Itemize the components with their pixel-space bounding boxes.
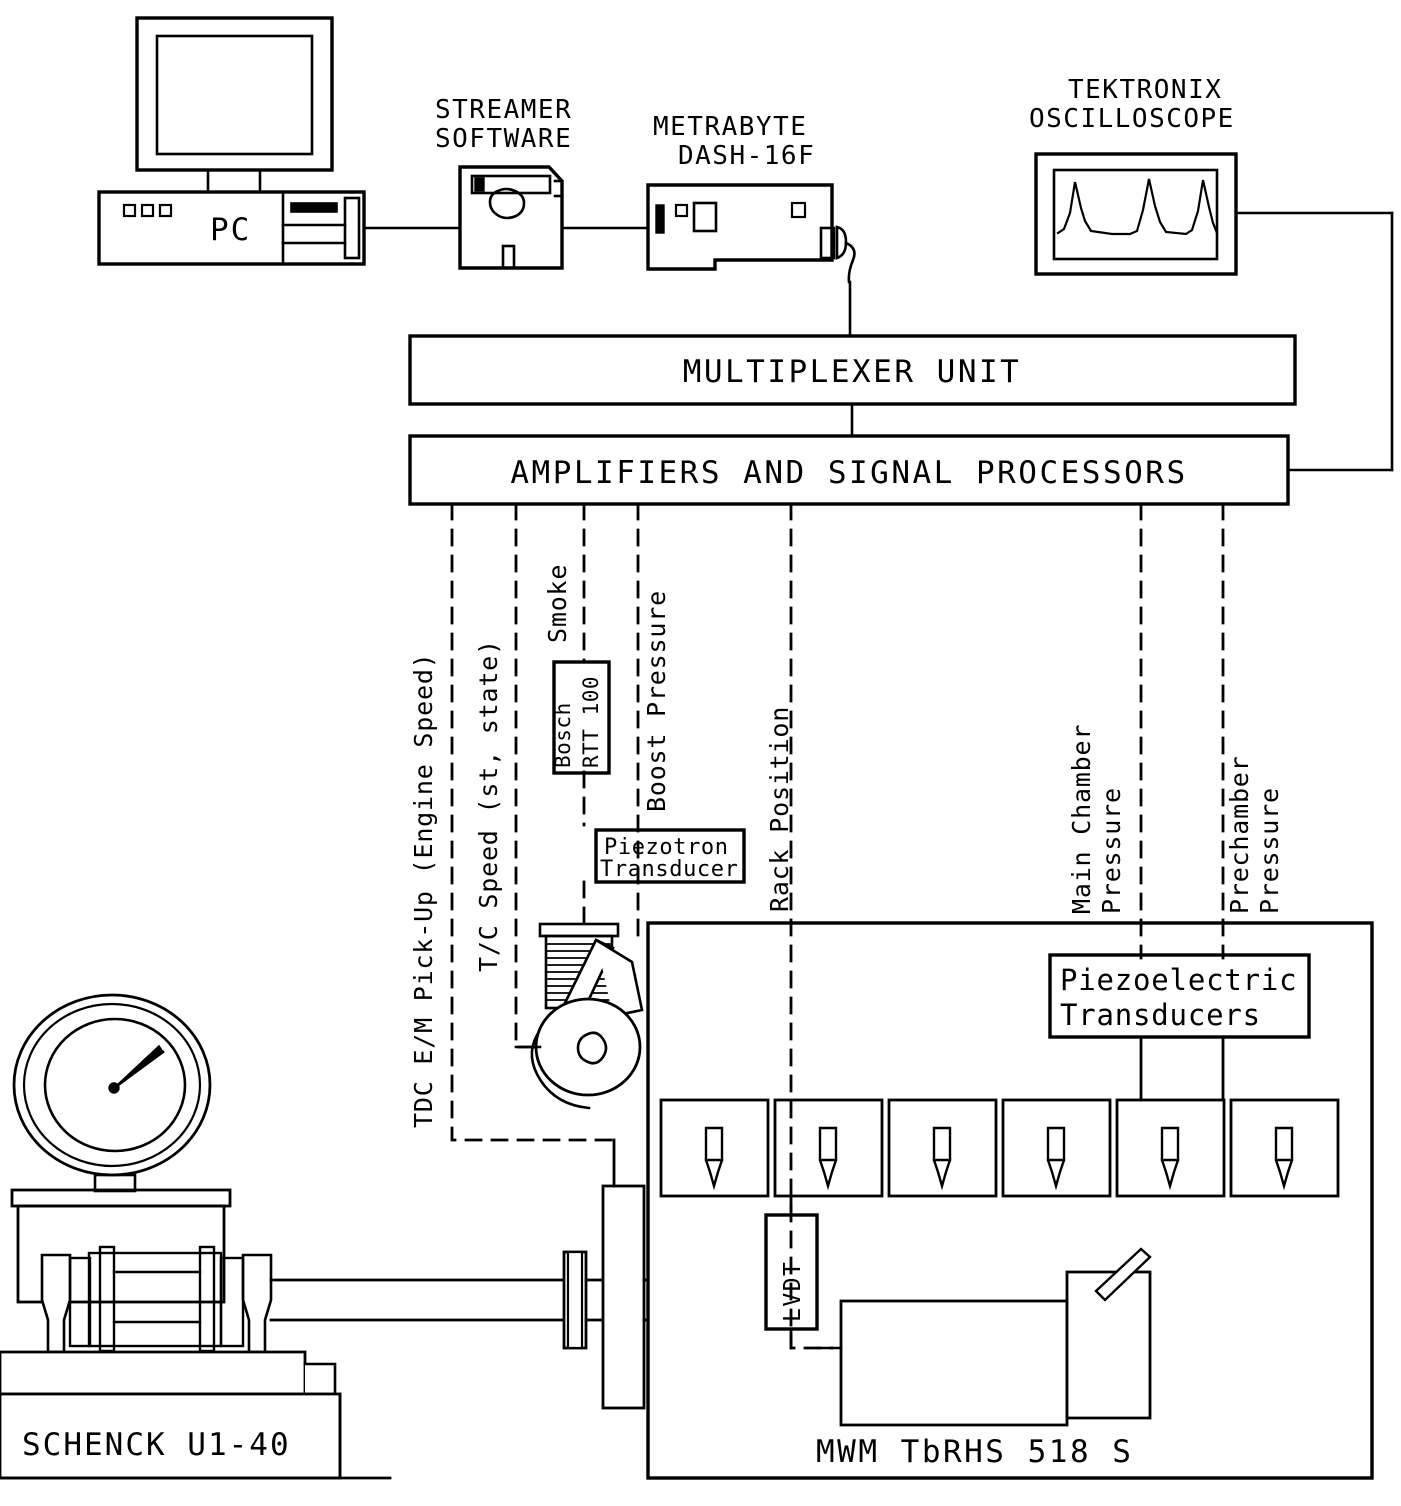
tektronix-label-line1: TEKTRONIX xyxy=(1068,75,1222,105)
cylinder-4 xyxy=(1001,1098,1112,1198)
piezoelectric-label-line2: Transducers xyxy=(1060,998,1261,1032)
signal-line-tdc xyxy=(450,502,616,1142)
cylinder-6 xyxy=(1229,1098,1340,1198)
signal-label-prechamber-pressure: Pressure xyxy=(1255,787,1284,914)
streamer-floppy-icon xyxy=(458,165,564,270)
piezoelectric-to-cylinder-lines xyxy=(1139,1035,1225,1102)
piezoelectric-transducers-box xyxy=(1048,953,1311,1039)
amplifiers-box xyxy=(408,434,1290,506)
cylinder-3 xyxy=(887,1098,998,1198)
streamer-label-line1: STREAMER xyxy=(435,95,572,125)
tektronix-label-line2: OSCILLOSCOPE xyxy=(1029,104,1235,134)
amplifiers-label: AMPLIFIERS AND SIGNAL PROCESSORS xyxy=(510,455,1187,491)
multiplexer-label: MULTIPLEXER UNIT xyxy=(683,354,1022,390)
dynamometer-gauge xyxy=(12,993,212,1193)
top-connection-lines xyxy=(362,211,1394,472)
dynamometer-label: SCHENCK U1-40 xyxy=(22,1427,291,1463)
turbocharger xyxy=(514,922,644,1110)
cylinder-5 xyxy=(1115,1098,1226,1198)
streamer-label-line2: SOFTWARE xyxy=(435,124,572,154)
dynamometer-body xyxy=(0,1188,392,1480)
signal-label-prechamber: Prechamber xyxy=(1225,755,1254,914)
piezotron-transducer-box xyxy=(594,828,746,884)
piezotron-label-line2: Transducer xyxy=(600,857,738,882)
signal-label-tc-speed: T/C Speed (st, state) xyxy=(474,639,503,972)
signal-label-tdc: TDC E/M Pick-Up (Engine Speed) xyxy=(409,652,438,1128)
lvdt-label: LVDT xyxy=(780,1261,806,1322)
signal-label-main-chamber: Main Chamber xyxy=(1067,724,1096,914)
signal-label-boost: Boost Pressure xyxy=(642,590,671,812)
pc-monitor xyxy=(135,16,334,194)
engine-outer-box xyxy=(646,921,1374,1480)
signal-label-smoke: Smoke xyxy=(543,564,572,643)
drive-shaft xyxy=(269,1184,650,1410)
pc-label: PC xyxy=(210,212,251,248)
injection-pump xyxy=(839,1247,1152,1427)
bosch-label-line2: RTT 100 xyxy=(579,676,603,768)
cylinder-1 xyxy=(659,1098,770,1198)
signal-label-rack: Rack Position xyxy=(765,706,794,912)
metrabyte-dash16f-card xyxy=(646,183,856,284)
engine-label: MWM TbRHS 518 S xyxy=(816,1434,1133,1470)
metrabyte-label-line2: DASH-16F xyxy=(678,141,815,171)
piezotron-label-line1: Piezotron xyxy=(604,835,729,860)
pc-case xyxy=(97,190,366,266)
piezoelectric-label-line1: Piezoelectric xyxy=(1060,963,1297,997)
bosch-label-line1: Bosch xyxy=(551,702,575,768)
cylinder-bank xyxy=(659,1098,1340,1198)
cylinder-2 xyxy=(773,1098,884,1198)
signal-label-main-chamber-pressure: Pressure xyxy=(1097,787,1126,914)
metrabyte-label-line1: METRABYTE xyxy=(653,112,807,142)
bosch-rtt100-box xyxy=(552,660,611,775)
